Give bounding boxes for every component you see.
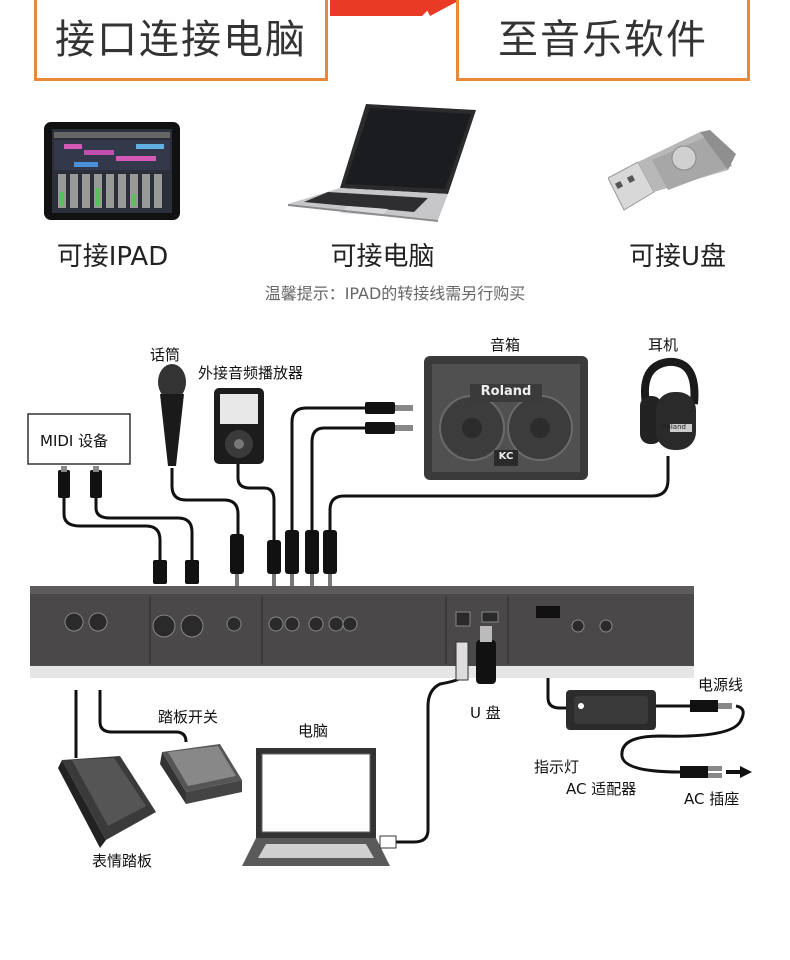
label-pedal-switch: 踏板开关: [158, 706, 218, 727]
computer-laptop-icon: [242, 748, 396, 866]
headphones-brand-text: Roland: [662, 423, 686, 431]
microphone-icon: [158, 364, 186, 466]
label-ac-adapter: AC 适配器: [566, 778, 636, 799]
headphones-icon: [640, 362, 696, 450]
label-indicator: 指示灯: [534, 756, 579, 777]
speaker-model-text: KC: [494, 451, 518, 462]
label-midi-device: MIDI 设备: [40, 430, 108, 451]
label-usb-drive: U 盘: [470, 702, 501, 723]
label-speaker: 音箱: [490, 334, 520, 355]
label-microphone: 话筒: [150, 344, 180, 365]
keyboard-rear-panel: [30, 586, 694, 678]
label-expression-pedal: 表情踏板: [92, 850, 152, 871]
label-ac-outlet: AC 插座: [684, 788, 739, 809]
speaker-brand-text: Roland: [470, 384, 542, 399]
expression-pedal-icon: [58, 756, 156, 848]
pedal-switch-icon: [160, 744, 242, 804]
audio-player-icon: [214, 388, 264, 464]
label-computer: 电脑: [298, 720, 328, 741]
label-audio-player: 外接音频播放器: [198, 362, 303, 383]
label-headphones: 耳机: [648, 334, 678, 355]
label-power-cord: 电源线: [698, 674, 743, 695]
